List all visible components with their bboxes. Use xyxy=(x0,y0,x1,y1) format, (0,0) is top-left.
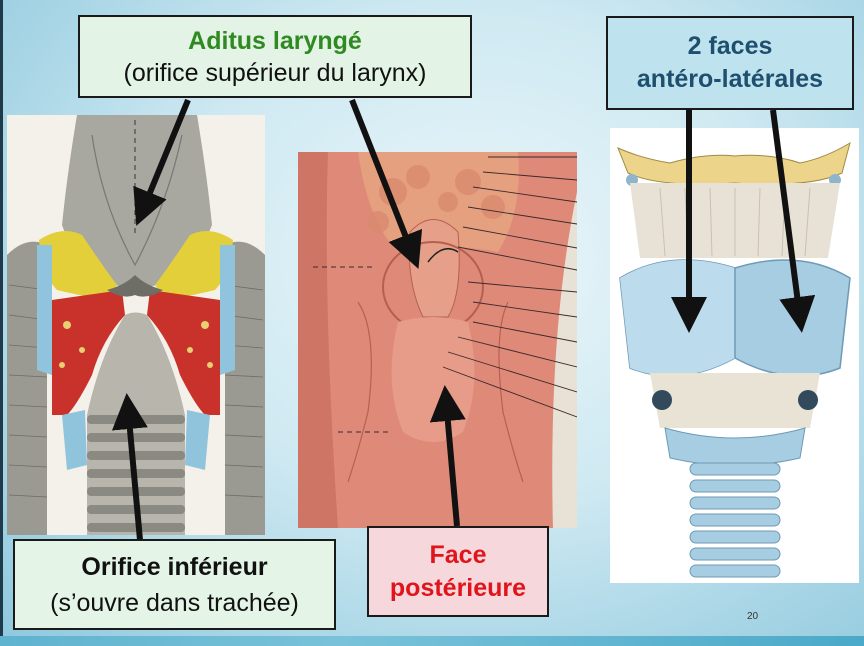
posterior-line1: Face xyxy=(429,540,487,569)
slide-left-edge xyxy=(0,0,3,646)
posterior-label-box: Face postérieure xyxy=(367,526,549,617)
aditus-label-box: Aditus laryngé (orifice supérieur du lar… xyxy=(78,15,472,98)
orifice-label-box: Orifice inférieur (s’ouvre dans trachée) xyxy=(13,539,336,630)
posterior-view-image xyxy=(298,152,577,528)
anterior-view-image xyxy=(610,128,859,583)
aditus-subtitle: (orifice supérieur du larynx) xyxy=(123,58,427,87)
aditus-title: Aditus laryngé xyxy=(188,26,362,55)
orifice-title: Orifice inférieur xyxy=(81,552,268,581)
faces-line2: antéro-latérales xyxy=(636,65,824,93)
orifice-subtitle: (s’ouvre dans trachée) xyxy=(50,588,299,617)
slide-number: 20 xyxy=(747,611,759,622)
slide-bottom-edge xyxy=(0,636,864,646)
posterior-line2: postérieure xyxy=(389,573,527,602)
faces-line1: 2 faces xyxy=(687,32,773,60)
coronal-section-image xyxy=(7,115,265,535)
faces-label-box: 2 faces antéro-latérales xyxy=(606,16,854,110)
